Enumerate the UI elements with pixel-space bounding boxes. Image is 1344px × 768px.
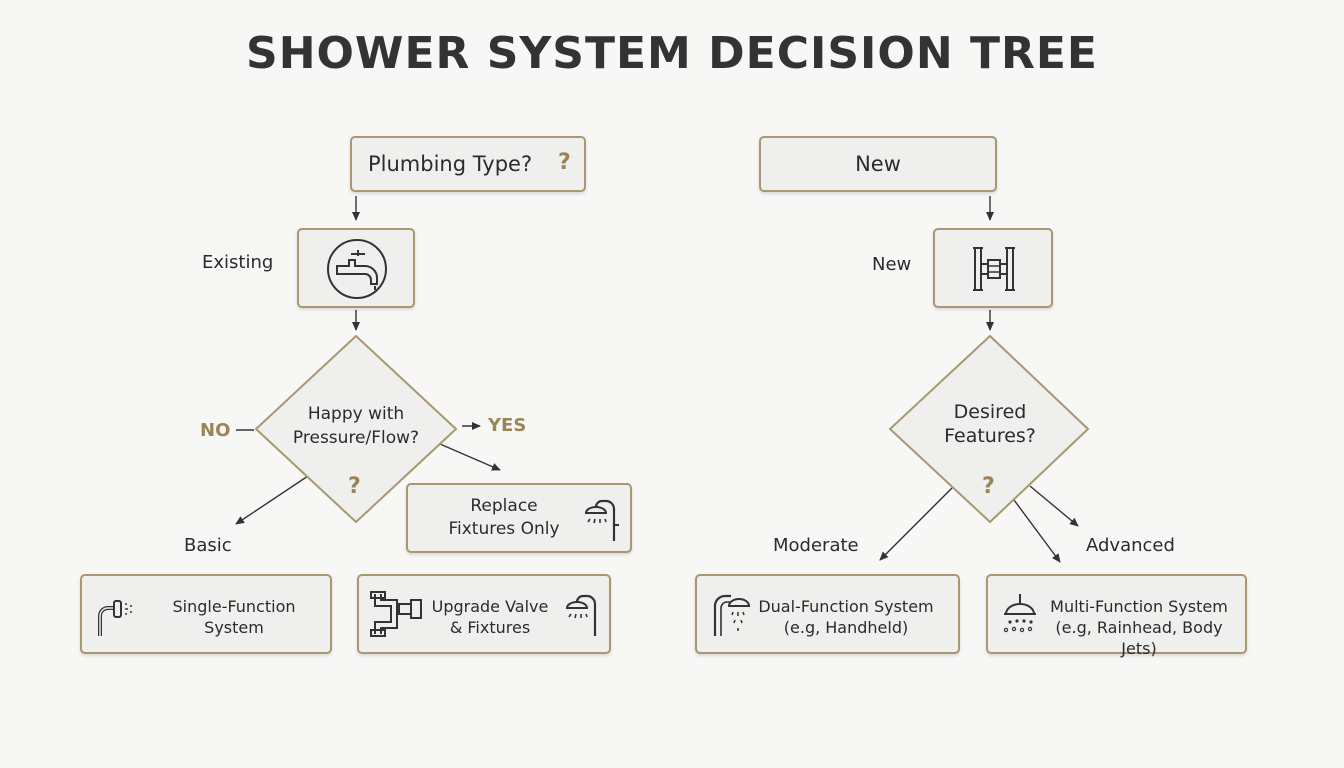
yes-label: YES bbox=[488, 415, 527, 436]
diamond-shape-features bbox=[888, 334, 1090, 524]
advanced-label: Advanced bbox=[1086, 535, 1175, 556]
pressure-question-line1: Happy with bbox=[307, 404, 405, 424]
shower-head-icon bbox=[565, 590, 605, 643]
plumbing-type-box: Plumbing Type? ? bbox=[350, 136, 586, 192]
plumbing-type-label: Plumbing Type? bbox=[368, 152, 533, 176]
upgrade-line2: & Fixtures bbox=[449, 618, 531, 637]
upgrade-valve-text: Upgrade Valve & Fixtures bbox=[423, 596, 557, 638]
dual-line1: Dual-Function System bbox=[758, 597, 934, 616]
faucet-icon bbox=[325, 238, 389, 305]
arrow-to-basic bbox=[235, 475, 309, 525]
moderate-label: Moderate bbox=[773, 535, 859, 556]
basic-label: Basic bbox=[184, 535, 232, 556]
arrow-to-replace bbox=[439, 443, 501, 471]
single-function-box: Single-Function System bbox=[80, 574, 332, 654]
multi-function-text: Multi-Function System (e.g, Rainhead, Bo… bbox=[1036, 596, 1242, 659]
features-question-mark: ? bbox=[982, 474, 995, 499]
no-label: NO bbox=[200, 420, 231, 441]
pressure-question-mark: ? bbox=[348, 474, 361, 499]
handheld-shower-icon bbox=[94, 598, 140, 643]
features-question: Desired Features? bbox=[904, 400, 1076, 448]
multi-function-box: Multi-Function System (e.g, Rainhead, Bo… bbox=[986, 574, 1247, 658]
single-line2: System bbox=[204, 618, 264, 637]
existing-label: Existing bbox=[202, 252, 274, 273]
new-icon-box bbox=[933, 228, 1053, 308]
valve-pipe-icon bbox=[369, 590, 425, 643]
replace-line1: Replace bbox=[470, 496, 538, 516]
upgrade-line1: Upgrade Valve bbox=[431, 597, 549, 616]
upgrade-valve-box: Upgrade Valve & Fixtures bbox=[357, 574, 611, 654]
replace-line2: Fixtures Only bbox=[448, 519, 560, 539]
dual-function-box: Dual-Function System (e.g, Handheld) bbox=[695, 574, 960, 654]
new-root-label: New bbox=[855, 152, 901, 176]
arrow-to-moderate bbox=[879, 487, 953, 561]
diamond-shape-pressure bbox=[254, 334, 458, 524]
dual-function-text: Dual-Function System (e.g, Handheld) bbox=[753, 596, 939, 638]
replace-fixtures-text: Replace Fixtures Only bbox=[424, 495, 584, 541]
replace-fixtures-box: Replace Fixtures Only bbox=[406, 483, 632, 553]
arrow-to-dual-advanced bbox=[1013, 499, 1061, 563]
single-line1: Single-Function bbox=[172, 597, 296, 616]
pipe-fitting-icon bbox=[971, 246, 1017, 297]
pressure-question-line2: Pressure/Flow? bbox=[292, 428, 420, 448]
features-question-line2: Features? bbox=[944, 425, 1036, 447]
existing-icon-box bbox=[297, 228, 415, 308]
multi-line2: (e.g, Rainhead, Body Jets) bbox=[1055, 618, 1223, 658]
shower-head-icon bbox=[584, 495, 624, 548]
pressure-question: Happy with Pressure/Flow? bbox=[270, 402, 442, 450]
multi-line1: Multi-Function System bbox=[1050, 597, 1228, 616]
rainhead-icon bbox=[1000, 592, 1040, 641]
handheld-shower-icon bbox=[707, 590, 751, 643]
new-root-box: New bbox=[759, 136, 997, 192]
question-mark: ? bbox=[558, 150, 571, 175]
features-question-line1: Desired bbox=[953, 401, 1027, 423]
page-title: SHOWER SYSTEM DECISION TREE bbox=[246, 28, 1098, 79]
new-label: New bbox=[872, 254, 912, 275]
dual-line2: (e.g, Handheld) bbox=[783, 618, 909, 637]
single-function-text: Single-Function System bbox=[154, 596, 314, 638]
arrow-to-advanced bbox=[1029, 485, 1079, 527]
